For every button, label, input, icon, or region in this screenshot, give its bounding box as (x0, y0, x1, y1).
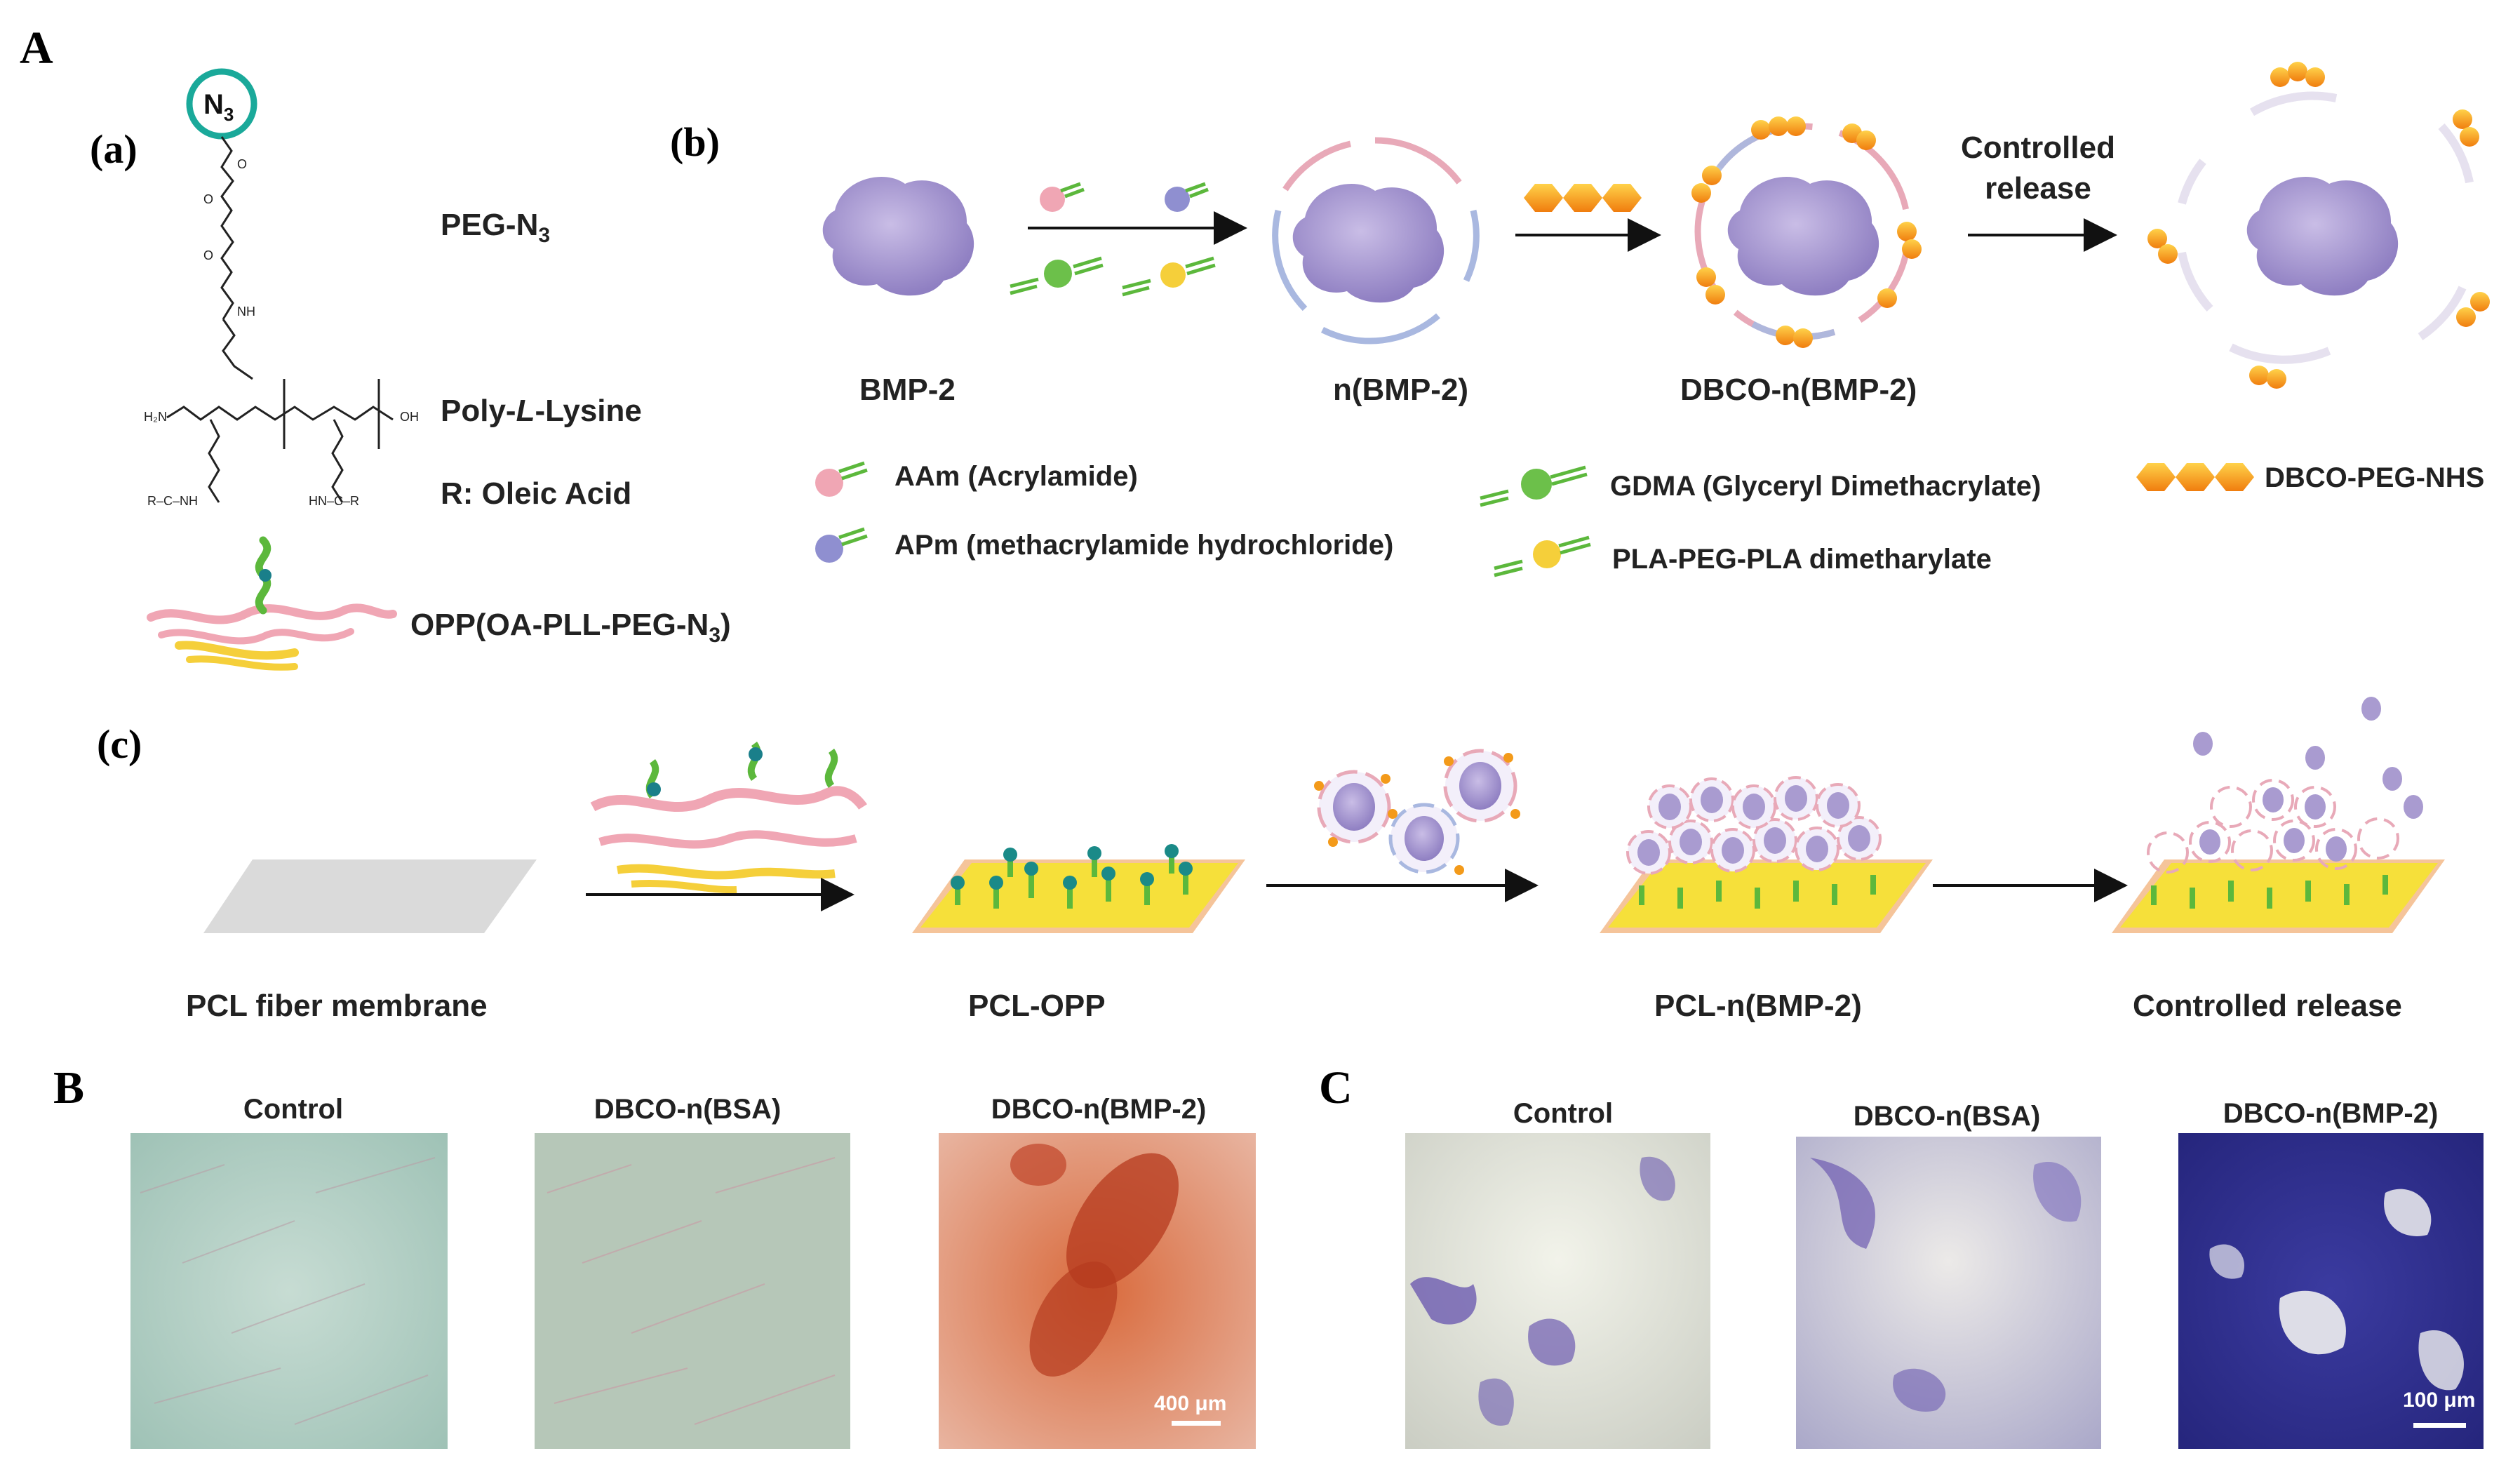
opp-label: OPP(OA-PLL-PEG-N3) (410, 608, 731, 647)
svg-text:DBCO-PEG-NHS: DBCO-PEG-NHS (2265, 462, 2484, 493)
c-title-bmp2: DBCO-n(BMP-2) (2223, 1098, 2439, 1129)
pcl-opp-label: PCL-OPP (968, 989, 1106, 1023)
pcl-membrane-icon (203, 859, 537, 933)
pll-label: Poly-L-Lysine (441, 394, 642, 428)
micrograph-c-control (1405, 1133, 1710, 1449)
azide-label: N3 (203, 89, 234, 125)
opp-polymer-icon (147, 536, 397, 671)
svg-text:PLA-PEG-PLA dimetharylate: PLA-PEG-PLA dimetharylate (1612, 544, 1992, 575)
b-title-bmp2: DBCO-n(BMP-2) (991, 1094, 1207, 1125)
lysine-sidechain-1 (222, 319, 253, 380)
legend: AAm (Acrylamide) APm (methacrylamide hyd… (815, 461, 2484, 577)
release-membrane-icon (2112, 697, 2445, 933)
released-protein-icon (2147, 62, 2490, 389)
micrograph-b-bmp2: 400 μm (939, 1133, 1256, 1449)
dbco-peg-nhs-icon (1524, 184, 1642, 212)
pcl-nbmp2-membrane-icon (1600, 776, 1933, 933)
c-title-bsa: DBCO-n(BSA) (1854, 1101, 2041, 1132)
legend-pla: PLA-PEG-PLA dimetharylate (1494, 535, 1992, 577)
svg-text:GDMA (Glyceryl Dimethacrylate): GDMA (Glyceryl Dimethacrylate) (1610, 471, 2041, 502)
bmp2-label: BMP-2 (859, 373, 956, 407)
chem-atom: O (237, 157, 247, 171)
lysine-sidechain-3 (331, 419, 344, 503)
b-title-control: Control (243, 1094, 343, 1125)
controlled-release-label-1: Controlled (1961, 131, 2115, 165)
chem-atom: HN–C–R (309, 494, 359, 508)
micrograph-b-control (130, 1133, 448, 1449)
chem-atom: NH (237, 305, 255, 319)
peg-chain (220, 136, 234, 320)
svg-text:AAm (Acrylamide): AAm (Acrylamide) (894, 461, 1138, 492)
pcl-nbmp2-label: PCL-n(BMP-2) (1654, 989, 1862, 1023)
pcl-opp-membrane-icon (912, 844, 1245, 933)
chem-atom: OH (400, 410, 419, 424)
micrograph-b-bsa (535, 1133, 850, 1449)
peg-n3-label: PEG-N3 (441, 208, 550, 247)
panel-letter-A: A (20, 22, 53, 74)
chem-atom: O (203, 192, 213, 206)
lysine-sidechain-2 (208, 419, 220, 503)
scale-label-b: 400 μm (1154, 1392, 1226, 1415)
legend-gdma: GDMA (Glyceryl Dimethacrylate) (1480, 465, 2041, 507)
dbco-nbmp2-label: DBCO-n(BMP-2) (1680, 373, 1917, 407)
azide-ring-icon (186, 68, 257, 140)
micrograph-c-bmp2: 100 μm (2178, 1133, 2484, 1449)
panel-letter-C: C (1319, 1062, 1353, 1113)
pcl-label: PCL fiber membrane (186, 989, 488, 1023)
scale-bar-c (2413, 1423, 2466, 1428)
monomers-icon (1010, 182, 1216, 297)
nbmp2-icon (1272, 137, 1480, 344)
controlled-release-label-2: release (1985, 171, 2091, 206)
bmp2-protein-icon (822, 176, 974, 296)
panel-letter-B: B (53, 1062, 84, 1113)
svg-text:APm (methacrylamide hydrochlor: APm (methacrylamide hydrochloride) (894, 530, 1393, 561)
b-title-bsa: DBCO-n(BSA) (594, 1094, 782, 1125)
micrograph-c-bsa (1796, 1137, 2101, 1449)
scale-bar-b (1172, 1421, 1221, 1426)
legend-apm: APm (methacrylamide hydrochloride) (815, 527, 1393, 563)
dbco-nbmp2-icon (1691, 116, 1922, 348)
panel-letter-b: (b) (670, 119, 720, 165)
scale-label-c: 100 μm (2403, 1389, 2475, 1412)
controlled-release-c-label: Controlled release (2133, 989, 2402, 1023)
chemical-structure: N3 O O O NH H₂N OH R–C–NH HN–C–R (144, 68, 419, 508)
legend-aam: AAm (Acrylamide) (815, 461, 1138, 497)
oleic-acid-label: R: Oleic Acid (441, 476, 631, 511)
c-title-control: Control (1513, 1098, 1613, 1129)
panel-letter-c: (c) (97, 721, 142, 767)
nbmp2-label: n(BMP-2) (1333, 373, 1468, 407)
chem-atom: O (203, 248, 213, 262)
chem-atom: H₂N (144, 410, 167, 424)
chem-atom: R–C–NH (147, 494, 198, 508)
nbmp2-particles-icon (1314, 749, 1520, 875)
legend-dbco: DBCO-PEG-NHS (2136, 462, 2484, 493)
opp-network-icon (590, 742, 867, 894)
pll-backbone (166, 406, 394, 421)
panel-letter-a: (a) (90, 126, 138, 172)
